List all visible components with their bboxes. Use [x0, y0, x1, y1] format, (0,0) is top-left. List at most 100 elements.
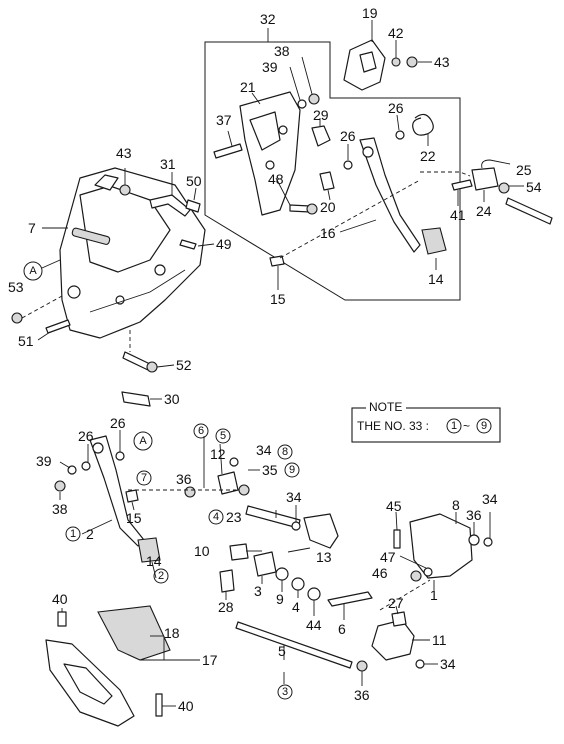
bushing-27: [391, 611, 407, 627]
label-35: 35: [262, 462, 278, 478]
nut-54: [498, 182, 510, 194]
bolt-40-bottom: [155, 693, 163, 717]
bushing-29: [311, 125, 331, 147]
svg-text:9: 9: [289, 464, 295, 476]
circle-label-8: 8: [277, 444, 293, 460]
bolt-40-top: [57, 611, 67, 627]
ring-34-low: [415, 659, 425, 669]
label-42: 42: [388, 25, 404, 41]
bolt-37: [213, 143, 243, 159]
label-26-right: 26: [388, 100, 404, 116]
rod-5: [235, 621, 353, 669]
circled-labels: A A 6 5 8 9 7 4 1 2 3: [23, 259, 300, 700]
circle-label-1: 1: [65, 526, 81, 542]
bracket-8: [409, 513, 473, 579]
washer-36-mid: [184, 486, 196, 498]
label-45: 45: [386, 498, 402, 514]
ring-34-b: [291, 521, 301, 531]
part-number-labels: 32 19 42 43 38 39 21 26 29 37 26 22 43 3…: [8, 5, 542, 714]
label-38-lower: 38: [52, 501, 68, 517]
group-32-frame: [204, 41, 461, 301]
label-20: 20: [320, 199, 336, 215]
label-46: 46: [372, 565, 388, 581]
label-24: 24: [476, 203, 492, 219]
label-12: 12: [210, 446, 226, 462]
label-39: 39: [262, 59, 278, 75]
label-10: 10: [194, 543, 210, 559]
svg-text:5: 5: [220, 430, 226, 442]
label-2: 2: [86, 526, 94, 542]
label-17: 17: [202, 652, 218, 668]
svg-text:1: 1: [70, 528, 76, 540]
label-15: 15: [270, 291, 286, 307]
note-title: NOTE: [369, 400, 402, 414]
label-36-right: 36: [466, 507, 482, 523]
pin-20: [319, 171, 335, 191]
svg-text:7: 7: [141, 472, 147, 484]
circle-label-5: 5: [215, 428, 231, 444]
bushing-12: [217, 471, 239, 495]
clutch-pedal-2: [89, 435, 161, 563]
label-32: 32: [260, 11, 276, 27]
nut-38: [308, 93, 320, 105]
label-40-bottom: 40: [178, 698, 194, 714]
nut-36-lower: [356, 660, 368, 672]
washer-4: [291, 577, 305, 591]
bolt-45: [393, 529, 401, 549]
bracket-21: [239, 91, 301, 216]
svg-text:2: 2: [158, 570, 164, 582]
spring-22: [412, 113, 434, 136]
label-38: 38: [274, 43, 290, 59]
nut-43-right: [406, 56, 418, 68]
nut-43-left: [119, 184, 131, 196]
label-13: 13: [316, 549, 332, 565]
label-49: 49: [216, 236, 232, 252]
circle-label-3: 3: [277, 684, 293, 700]
switch-bracket-19: [343, 39, 386, 91]
bushing-26-lower-b: [115, 451, 125, 461]
nut-38-lower: [54, 480, 66, 492]
label-43-left: 43: [116, 145, 132, 161]
washer-47: [423, 567, 433, 577]
label-23: 23: [226, 509, 242, 525]
label-7: 7: [28, 220, 36, 236]
svg-text:3: 3: [282, 686, 288, 698]
note-box: NOTE THE NO. 33 : 1 ~ 9: [351, 400, 501, 443]
label-31: 31: [160, 156, 176, 172]
part-50: [185, 199, 201, 213]
clip-25: [481, 159, 511, 169]
label-34-mid: 34: [256, 442, 272, 458]
label-34-low: 34: [440, 656, 456, 672]
circle-label-7: 7: [136, 470, 152, 486]
ring-34-mid: [229, 457, 239, 467]
bracket-13: [303, 513, 339, 549]
label-30: 30: [164, 391, 180, 407]
circle-label-A-lower: A: [133, 431, 153, 451]
svg-text:4: 4: [213, 511, 219, 523]
rod-54: [505, 197, 553, 225]
ring-34-right: [483, 537, 493, 547]
label-16: 16: [320, 225, 336, 241]
circle-label-4: 4: [208, 509, 224, 525]
label-4: 4: [292, 599, 300, 615]
label-15-lower: 15: [126, 510, 142, 526]
note-range-from: 1: [451, 420, 457, 432]
label-34-right: 34: [482, 491, 498, 507]
bolt-41: [451, 179, 473, 191]
bolt-49: [179, 239, 197, 250]
brake-pedal-16: [359, 137, 447, 255]
label-9: 9: [276, 591, 284, 607]
label-1-right: 1: [430, 587, 438, 603]
bushing-26-lower: [81, 461, 91, 471]
circle-label-A-upper: A: [23, 261, 43, 281]
note-range-sep: ~: [463, 419, 470, 433]
circle-label-6: 6: [193, 423, 209, 439]
pin-15: [269, 255, 285, 267]
note-range-to: 9: [481, 420, 487, 432]
circle-label-9: 9: [284, 462, 300, 478]
svg-text:A: A: [29, 265, 37, 277]
clevis-24: [471, 167, 499, 191]
label-52: 52: [176, 357, 192, 373]
nut-53: [11, 312, 23, 324]
svg-text:6: 6: [198, 425, 204, 437]
